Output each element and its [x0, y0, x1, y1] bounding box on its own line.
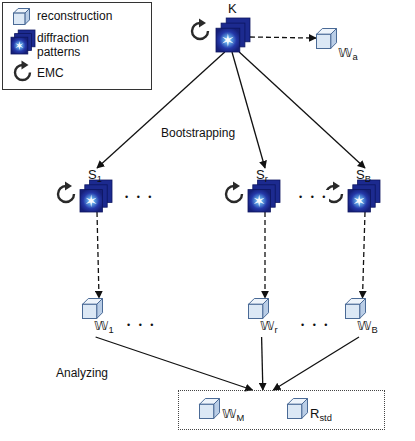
- dashed-arrow: [250, 37, 316, 38]
- reconstruction-node: 𝕎r: [248, 298, 282, 337]
- ellipsis-dots: • • •: [298, 190, 329, 204]
- diffraction-stack-icon: [348, 180, 380, 212]
- subscript: a: [352, 52, 357, 62]
- diffraction-stack-icon: [216, 18, 250, 52]
- dashed-arrow: [363, 212, 366, 298]
- cube-icon: [345, 298, 366, 319]
- legend-text: EMC: [37, 66, 137, 80]
- symbol: R: [310, 406, 319, 421]
- node-label: Sr: [256, 168, 268, 186]
- subscript: std: [319, 413, 331, 423]
- node-label: 𝕎M: [222, 407, 244, 425]
- arrow: [273, 337, 359, 390]
- pattern-set-node: Sr: [244, 168, 286, 212]
- cube-icon: [287, 398, 308, 419]
- subscript: 1: [108, 325, 113, 335]
- emc-cycle-arrow: [12, 62, 33, 83]
- reconstruction-node: 𝕎M: [199, 398, 247, 425]
- symbol: S: [256, 167, 265, 182]
- symbol: 𝕎: [222, 406, 236, 421]
- reconstruction-node: 𝕎B: [345, 298, 380, 337]
- arrow: [96, 337, 253, 390]
- reconstruction-node: 𝕎a: [316, 28, 360, 64]
- symbol: S: [356, 167, 365, 182]
- pattern-set-node: S1: [76, 168, 118, 212]
- ellipsis-dots: • • •: [126, 318, 157, 332]
- legend-box: reconstruction diffraction patternsEMC: [2, 2, 152, 90]
- ellipsis-dots: • • •: [124, 190, 155, 204]
- dashed-arrow: [264, 212, 265, 298]
- cube-icon: [248, 298, 269, 319]
- arrow: [262, 337, 263, 390]
- symbol: 𝕎: [338, 45, 352, 60]
- arrow: [232, 52, 265, 168]
- cube-icon: [316, 28, 337, 49]
- subscript: r: [274, 325, 277, 335]
- subscript: B: [371, 325, 377, 335]
- emc-cycle-arrow: [223, 183, 245, 205]
- cube-icon: [199, 398, 220, 419]
- pattern-set-node: K: [214, 2, 250, 52]
- node-label: SB: [356, 168, 371, 186]
- stage-label: Bootstrapping: [160, 126, 236, 140]
- dashed-arrow: [97, 212, 99, 298]
- reconstruction-node: Rstd: [287, 398, 341, 425]
- stage-label: Analyzing: [55, 366, 109, 380]
- legend-text: reconstruction: [37, 9, 145, 23]
- cube-icon: [82, 298, 103, 319]
- diffraction-stack-icon: [11, 30, 35, 54]
- cube-icon: [13, 8, 30, 25]
- node-label: S1: [88, 168, 102, 186]
- node-label: 𝕎1: [94, 319, 114, 337]
- subscript: M: [236, 413, 244, 423]
- node-label: Rstd: [310, 407, 332, 425]
- emc-cycle-arrow: [55, 183, 77, 205]
- subscript: r: [265, 174, 268, 184]
- node-label: K: [228, 2, 237, 16]
- node-label: 𝕎a: [338, 46, 358, 64]
- symbol: 𝕎: [260, 318, 274, 333]
- arrow: [239, 52, 365, 168]
- subscript: 1: [97, 174, 102, 184]
- legend-text: diffraction patterns: [37, 31, 113, 59]
- symbol: 𝕎: [357, 318, 371, 333]
- symbol: K: [228, 1, 237, 16]
- diffraction-stack-icon: [80, 180, 112, 212]
- symbol: 𝕎: [94, 318, 108, 333]
- node-label: 𝕎B: [357, 319, 378, 337]
- ellipsis-dots: • • •: [300, 318, 331, 332]
- emc-cycle-arrow: [189, 20, 211, 42]
- diffraction-stack-icon: [248, 180, 280, 212]
- symbol: S: [88, 167, 97, 182]
- dotted-group-box: 𝕎M Rstd: [178, 390, 385, 430]
- subscript: B: [365, 174, 371, 184]
- node-label: 𝕎r: [260, 319, 278, 337]
- pattern-set-node: SB: [344, 168, 386, 212]
- reconstruction-node: 𝕎1: [82, 298, 116, 337]
